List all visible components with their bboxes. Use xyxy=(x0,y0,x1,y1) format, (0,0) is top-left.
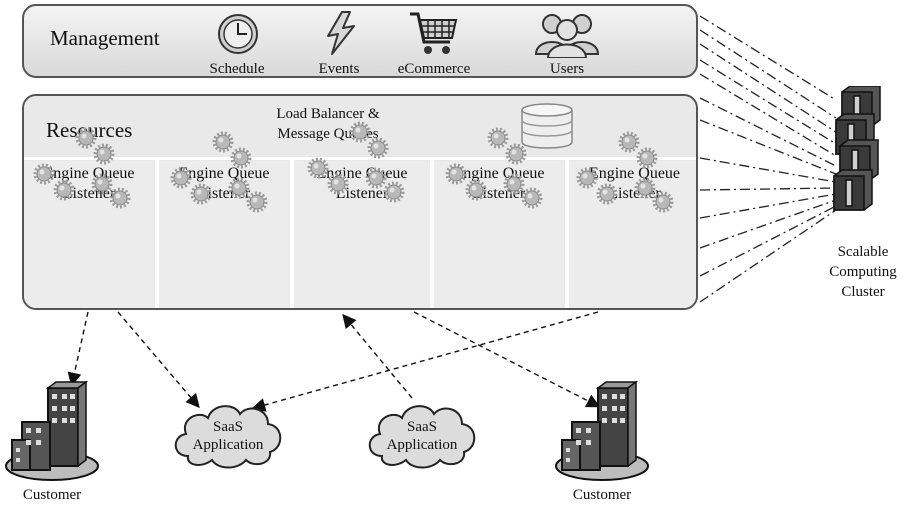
gear-icon xyxy=(53,179,75,201)
gear-icon xyxy=(365,167,387,189)
cluster-label-line3: Cluster xyxy=(841,284,885,300)
engine-separator xyxy=(155,159,159,308)
cluster-link xyxy=(699,73,837,157)
cluster-link xyxy=(699,43,837,133)
gear-icon xyxy=(212,131,234,153)
arrow-saas-right-to-resources xyxy=(342,313,413,399)
cluster-link xyxy=(699,119,837,175)
management-panel: Management Schedule Events eCommerce Use… xyxy=(22,4,698,78)
ecommerce-label: eCommerce xyxy=(397,61,471,77)
gear-icon xyxy=(246,191,268,213)
gear-icon xyxy=(170,167,192,189)
gear-icon xyxy=(91,173,113,195)
cluster-link xyxy=(699,205,837,277)
customer-right-label: Customer xyxy=(572,487,632,503)
gear-icons-layer xyxy=(33,121,674,213)
gear-icon xyxy=(230,147,252,169)
management-title: Management xyxy=(50,26,160,50)
gear-icon xyxy=(307,157,329,179)
gear-icon xyxy=(445,163,467,185)
cluster-label-line1: Scalable xyxy=(837,244,889,260)
gear-icon xyxy=(576,167,598,189)
gear-icon xyxy=(465,179,487,201)
engine-separator xyxy=(430,159,434,308)
gear-icon xyxy=(349,121,371,143)
cluster-link xyxy=(699,29,837,119)
gear-icon xyxy=(487,127,509,149)
office-building-icon xyxy=(555,380,649,481)
gear-icon xyxy=(503,173,525,195)
customer-left-label: Customer xyxy=(22,487,82,503)
shopping-cart-icon xyxy=(410,12,458,54)
engine-row-divider xyxy=(24,157,696,160)
events-label: Events xyxy=(318,61,360,77)
gear-icon xyxy=(383,181,405,203)
arrow-cluster-to-saas-left xyxy=(251,311,599,412)
users-label: Users xyxy=(549,61,585,77)
saas-right-line2: Application xyxy=(386,437,458,453)
schedule-label: Schedule xyxy=(209,61,265,77)
lightning-icon xyxy=(327,11,355,55)
engine-separator xyxy=(290,159,294,308)
cluster-link xyxy=(699,97,837,167)
resources-panel: Resources Load Balancer & Message Queues… xyxy=(22,94,698,310)
gear-icon xyxy=(596,183,618,205)
cluster-link xyxy=(699,209,837,303)
database-icon xyxy=(521,103,573,149)
cluster-link xyxy=(699,187,837,191)
cluster-link xyxy=(699,15,837,101)
gear-icon xyxy=(33,163,55,185)
gear-icon xyxy=(652,191,674,213)
engine-label-line1: Engine Queue xyxy=(178,165,270,182)
saas-left-line1: SaaS xyxy=(213,419,243,435)
cluster-link xyxy=(699,59,837,145)
users-icon xyxy=(534,14,600,58)
gear-icon xyxy=(618,131,640,153)
engine-label-line1: Engine Queue xyxy=(453,165,545,182)
gear-icon xyxy=(190,183,212,205)
gear-icon xyxy=(634,177,656,199)
cluster-link xyxy=(699,157,837,183)
load-balancer-label-line1: Load Balancer & xyxy=(276,106,380,122)
arrow-to-customer-left xyxy=(67,311,89,387)
arrow-to-saas-left xyxy=(117,311,200,409)
cluster-link xyxy=(699,193,837,219)
arrow-to-customer-right xyxy=(413,311,601,408)
gear-icon xyxy=(93,143,115,165)
cluster-link xyxy=(699,199,837,249)
engine-label-line2: Listener xyxy=(335,185,389,202)
engine-separator xyxy=(565,159,569,308)
engine-label-line1: Engine Queue xyxy=(43,165,135,182)
gear-icon xyxy=(228,177,250,199)
cluster-links xyxy=(699,15,837,303)
gear-icon xyxy=(367,137,389,159)
gear-icon xyxy=(75,127,97,149)
gear-icon xyxy=(521,187,543,209)
server-stack-icon xyxy=(833,86,881,211)
engine-label-line1: Engine Queue xyxy=(588,165,681,182)
saas-left-line2: Application xyxy=(192,437,264,453)
saas-right-line1: SaaS xyxy=(407,419,437,435)
gear-icon xyxy=(327,173,349,195)
gear-icon xyxy=(505,143,527,165)
cloud-icon xyxy=(368,405,476,469)
office-building-icon xyxy=(5,380,99,481)
cluster-label-line2: Computing xyxy=(829,264,897,280)
clock-icon xyxy=(218,14,258,54)
cloud-icon xyxy=(174,405,282,469)
gear-icon xyxy=(109,187,131,209)
gear-icon xyxy=(636,147,658,169)
